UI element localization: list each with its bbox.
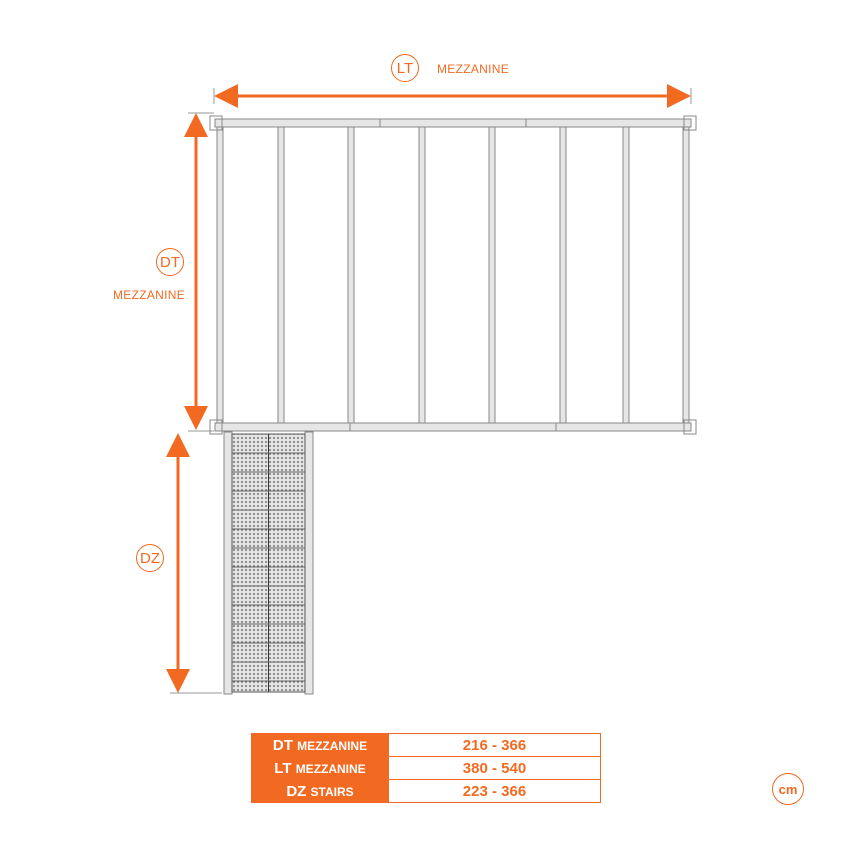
dz-badge: DZ — [136, 544, 164, 572]
row-range: 216 - 366 — [388, 733, 601, 757]
dt-badge: DT — [156, 248, 184, 276]
row-code: LT — [274, 759, 292, 777]
mezzanine-frame — [209, 115, 697, 435]
row-range: 380 - 540 — [388, 756, 601, 780]
dt-label: MEZZANINE — [113, 288, 186, 302]
row-name: MEZZANINE — [295, 761, 366, 776]
table-row: DZ STAIRS 223 - 366 — [251, 779, 601, 803]
lt-label: MEZZANINE — [437, 62, 510, 76]
dimensions-table: DT MEZZANINE 216 - 366 LT MEZZANINE 380 … — [251, 733, 601, 803]
unit-badge: cm — [772, 773, 804, 805]
table-row: LT MEZZANINE 380 - 540 — [251, 756, 601, 780]
table-row: DT MEZZANINE 216 - 366 — [251, 733, 601, 757]
lt-badge: LT — [391, 54, 419, 82]
row-name: MEZZANINE — [297, 738, 368, 753]
row-range: 223 - 366 — [388, 779, 601, 803]
row-name: STAIRS — [310, 784, 354, 799]
stairs — [223, 431, 314, 695]
row-code: DT — [272, 736, 293, 754]
row-code: DZ — [286, 782, 307, 800]
